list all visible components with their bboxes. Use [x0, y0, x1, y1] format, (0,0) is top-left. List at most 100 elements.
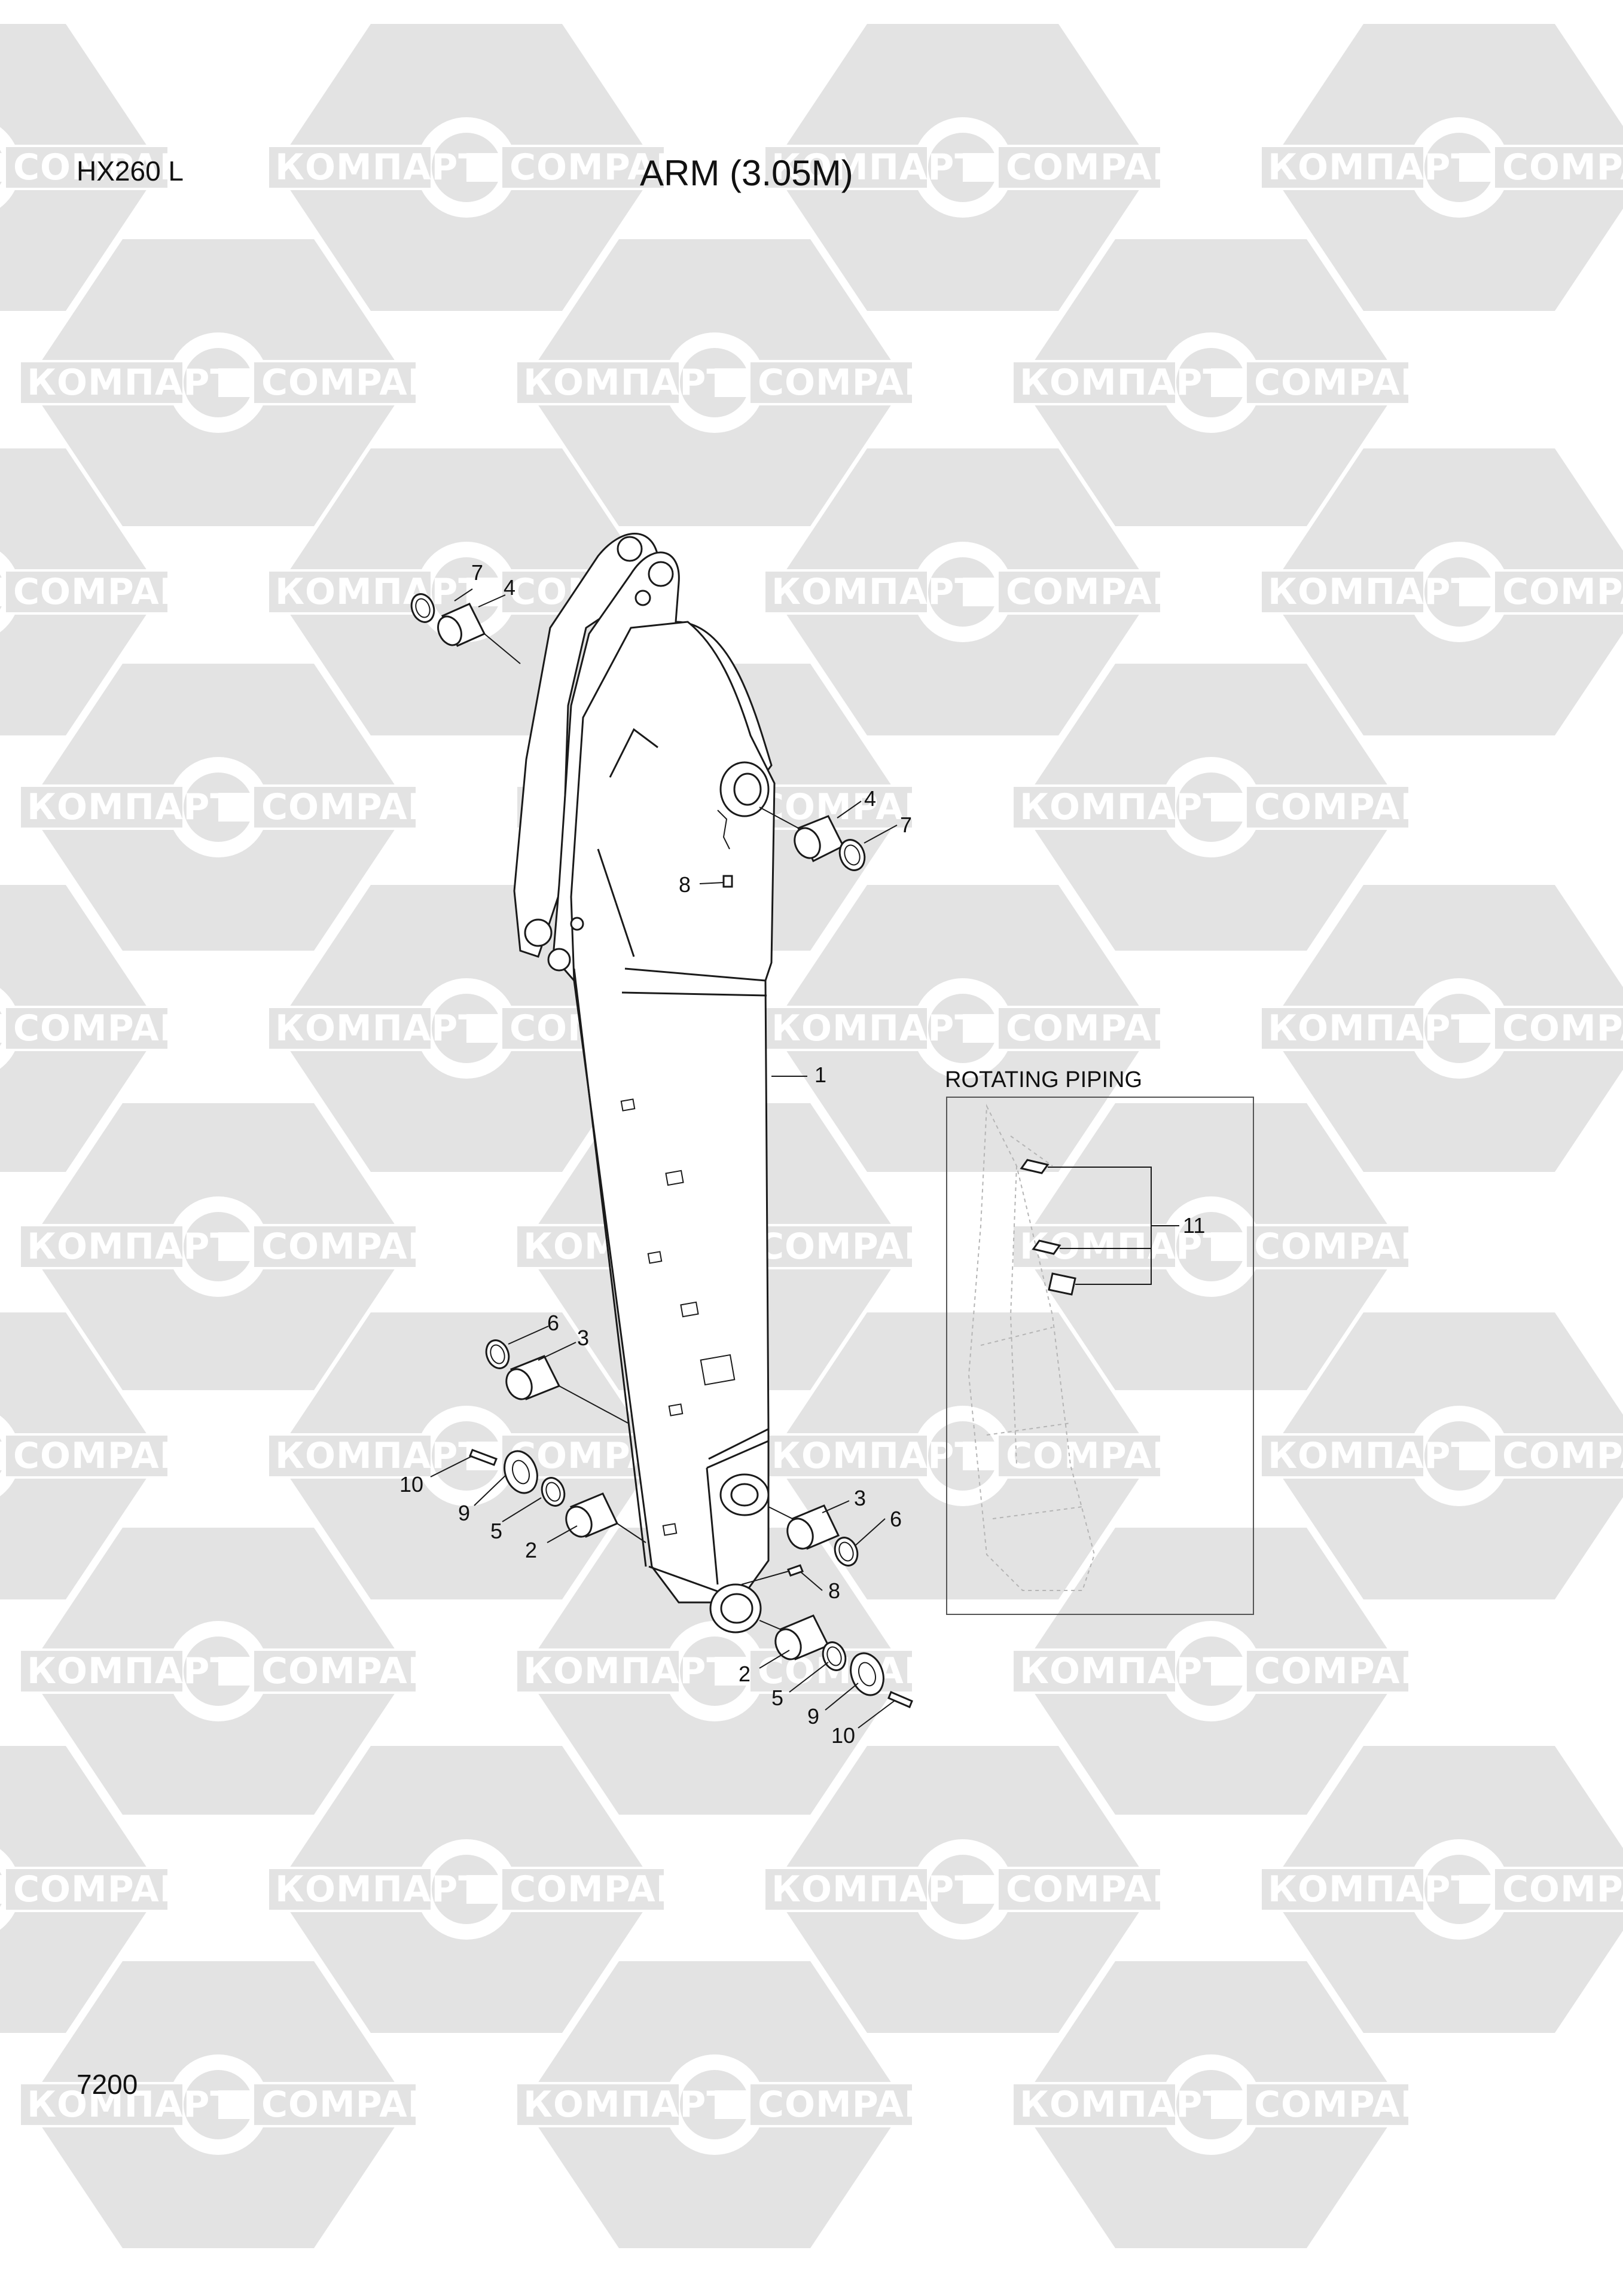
- watermark-text-en: COMPART: [758, 1226, 956, 1268]
- watermark-text-en: COMPART: [13, 1868, 211, 1910]
- watermark-text-ru: КОМПАРТ: [1268, 1007, 1476, 1049]
- callout-8-top: 8: [679, 872, 691, 897]
- watermark-tile: КОМПАРТ COMPART: [1008, 664, 1452, 951]
- watermark-text-en: COMPART: [1006, 146, 1204, 188]
- watermark-text-en: COMPART: [1254, 1226, 1452, 1268]
- callout-labels: 7 4 4 7 8 1 6 3 10 9 5 2 3 6 8 2 5 9 10: [399, 560, 912, 1748]
- watermark-text-en: COMPART: [1254, 1650, 1452, 1692]
- rotating-piping-inset: ROTATING PIPING 11: [945, 1067, 1254, 1615]
- callout-6-left: 6: [547, 1311, 559, 1335]
- callout-6-right: 6: [890, 1507, 902, 1531]
- watermark-text-ru: КОМПАРТ: [771, 146, 980, 188]
- watermark-text-ru: КОМПАРТ: [523, 2084, 731, 2126]
- watermark-tile: КОМПАРТ COMPART: [1256, 1312, 1623, 1599]
- watermark-text-en: COMPART: [510, 1868, 707, 1910]
- watermark-tile: КОМПАРТ COMPART: [759, 885, 1204, 1172]
- watermark-text-en: COMPART: [758, 786, 956, 828]
- watermark-text-ru: КОМПАРТ: [27, 2084, 235, 2126]
- watermark-text-ru: КОМПАРТ: [1020, 2084, 1228, 2126]
- watermark-text-ru: КОМПАРТ: [27, 1650, 235, 1692]
- watermark-text-en: COMPART: [261, 786, 459, 828]
- watermark-text-en: COMPART: [261, 1226, 459, 1268]
- watermark-text-en: COMPART: [510, 146, 707, 188]
- callout-5-right: 5: [771, 1686, 783, 1710]
- page-title: ARM (3.05M): [640, 153, 853, 193]
- watermark-text-ru: КОМПАРТ: [523, 1650, 731, 1692]
- watermark-text-en: COMPART: [1006, 1007, 1204, 1049]
- watermark-text-en: COMPART: [1502, 146, 1623, 188]
- watermark-text-ru: КОМПАРТ: [771, 571, 980, 613]
- watermark-text-ru: КОМПАРТ: [1268, 571, 1476, 613]
- watermark-text-en: COMPART: [13, 571, 211, 613]
- watermark-text-ru: КОМПАРТ: [1020, 1650, 1228, 1692]
- watermark-text-ru: КОМПАРТ: [27, 362, 235, 404]
- watermark-text-en: COMPART: [13, 1007, 211, 1049]
- watermark-text-ru: КОМПАРТ: [275, 1007, 483, 1049]
- watermark-tile: КОМПАРТ COMPART: [1008, 1961, 1452, 2248]
- watermark-text-ru: КОМПАРТ: [771, 1007, 980, 1049]
- watermark-text-en: COMPART: [1254, 2084, 1452, 2126]
- callout-2-left: 2: [525, 1538, 537, 1562]
- watermark-tile: КОМПАРТ COMPART: [1008, 1528, 1452, 1815]
- watermark-tile: КОМПАРТ COMPART: [759, 1746, 1204, 2033]
- arm-assembly-drawing: [513, 533, 776, 1634]
- callout-7-top: 7: [471, 560, 483, 585]
- watermark-tile: КОМПАРТ COMPART: [1256, 448, 1623, 735]
- watermark-text-en: COMPART: [1254, 362, 1452, 404]
- watermark-text-ru: КОМПАРТ: [771, 1868, 980, 1910]
- callout-2-right: 2: [739, 1662, 751, 1686]
- watermark-layer: КОМПАРТ COMPART КОМПАРТ COMPART КОМПАРТ COMPA…: [0, 24, 1623, 2248]
- watermark-text-en: COMPART: [1502, 1435, 1623, 1477]
- page-number: 7200: [77, 2069, 138, 2100]
- loose-parts: [410, 593, 913, 1708]
- callout-5-left: 5: [490, 1519, 502, 1543]
- callout-4-right: 4: [864, 786, 876, 811]
- watermark-tile: КОМПАРТ COMPART: [759, 24, 1204, 311]
- watermark-text-ru: КОМПАРТ: [1268, 1435, 1476, 1477]
- watermark-text-ru: КОМПАРТ: [1020, 362, 1228, 404]
- callout-3-right: 3: [854, 1486, 866, 1510]
- callout-9-left: 9: [458, 1501, 470, 1525]
- watermark-text-ru: КОМПАРТ: [275, 571, 483, 613]
- callout-10-left: 10: [399, 1472, 423, 1497]
- watermark-text-en: COMPART: [261, 1650, 459, 1692]
- watermark-text-en: COMPART: [13, 146, 211, 188]
- watermark-tile: КОМПАРТ COMPART: [1008, 239, 1452, 526]
- model-label: HX260 L: [77, 155, 184, 187]
- watermark-text-en: COMPART: [1502, 571, 1623, 613]
- callout-leaders: [430, 588, 898, 1729]
- watermark-text-ru: КОМПАРТ: [27, 1226, 235, 1268]
- watermark-tile: КОМПАРТ COMPART: [15, 1103, 459, 1390]
- watermark-text-en: COMPART: [1502, 1868, 1623, 1910]
- watermark-text-en: COMPART: [1006, 1868, 1204, 1910]
- callout-8-bottom: 8: [828, 1578, 840, 1603]
- watermark-text-en: COMPART: [1006, 1435, 1204, 1477]
- inset-label: ROTATING PIPING: [945, 1067, 1142, 1092]
- watermark-text-en: COMPART: [1502, 1007, 1623, 1049]
- watermark-tile: КОМПАРТ COMPART: [1256, 885, 1623, 1172]
- inset-frame: [946, 1097, 1254, 1615]
- watermark-text-en: COMPART: [1254, 786, 1452, 828]
- watermark-text-ru: КОМПАРТ: [1020, 786, 1228, 828]
- watermark-text-en: COMPART: [758, 362, 956, 404]
- watermark-text-en: COMPART: [13, 1435, 211, 1477]
- callout-9-right: 9: [807, 1704, 819, 1729]
